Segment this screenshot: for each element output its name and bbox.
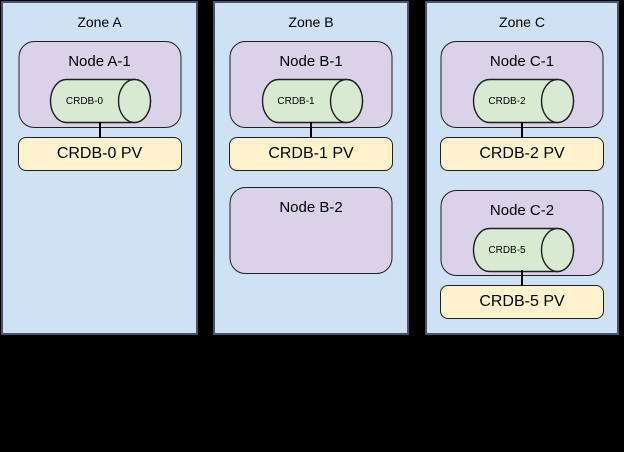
pv-crdb-0: CRDB-0 PV [17, 137, 182, 171]
pv-crdb-5-label: CRDB-5 PV [479, 293, 565, 310]
zone-a-title: Zone A [77, 14, 122, 30]
node-b-1-label: Node B-1 [279, 53, 343, 70]
pv-crdb-1-label: CRDB-1 PV [268, 145, 354, 162]
crdb-2-cylinder: CRDB-2 [469, 78, 575, 124]
connector-crdb-1-to-pv [310, 122, 312, 138]
zone-c-title: Zone C [499, 14, 545, 30]
pv-crdb-5: CRDB-5 PV [440, 285, 604, 319]
pv-crdb-0-label: CRDB-0 PV [56, 145, 143, 162]
zone-c: Zone C Node C-1 CRDB-2 CRDB-2 PV Node C-… [425, 1, 619, 335]
pv-crdb-2: CRDB-2 PV [440, 137, 604, 171]
crdb-5-cylinder: CRDB-5 [469, 227, 575, 273]
crdb-1-cylinder: CRDB-1 [258, 78, 364, 124]
crdb-2-label: CRDB-2 [488, 95, 526, 107]
crdb-0-label: CRDB-0 [65, 95, 104, 107]
connector-crdb-0-to-pv [98, 122, 101, 138]
node-b-2-label: Node B-2 [279, 199, 343, 216]
pv-crdb-1: CRDB-1 PV [229, 137, 393, 171]
zone-b: Zone B Node B-1 CRDB-1 CRDB-1 PV Node B-… [213, 1, 409, 335]
pv-crdb-2-label: CRDB-2 PV [479, 145, 565, 162]
database-cylinder-icon [472, 78, 574, 124]
node-b-2: Node B-2 [229, 187, 393, 274]
node-a-1-label: Node A-1 [68, 53, 131, 70]
crdb-0-cylinder: CRDB-0 [47, 78, 153, 124]
node-c-1: Node C-1 CRDB-2 [440, 41, 604, 128]
node-b-1: Node B-1 CRDB-1 [229, 41, 393, 128]
connector-crdb-5-to-pv [521, 270, 523, 286]
database-cylinder-icon [261, 78, 363, 124]
node-a-1: Node A-1 CRDB-0 [18, 41, 181, 128]
zone-b-title: Zone B [288, 14, 334, 30]
database-cylinder-icon [49, 78, 152, 124]
node-c-1-label: Node C-1 [489, 53, 555, 70]
database-cylinder-icon [472, 227, 574, 273]
connector-crdb-2-to-pv [521, 122, 523, 138]
node-c-2-label: Node C-2 [489, 202, 555, 219]
crdb-5-label: CRDB-5 [488, 244, 526, 256]
crdb-1-label: CRDB-1 [277, 95, 315, 107]
node-c-2: Node C-2 CRDB-5 [440, 190, 604, 276]
zone-a: Zone A Node A-1 CRDB-0 CRDB-0 PV [1, 1, 198, 335]
